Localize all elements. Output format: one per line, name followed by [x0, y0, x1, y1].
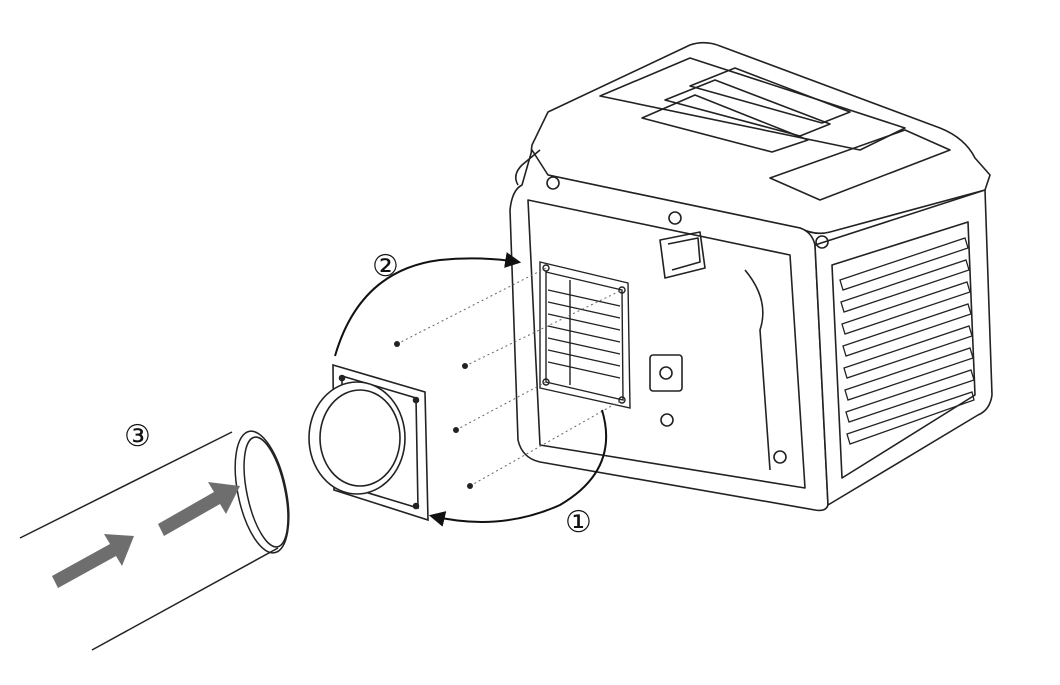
- adapter-screw-hole: [338, 374, 346, 382]
- front-inner-frame: [527, 199, 806, 489]
- side-louvres: [839, 237, 975, 445]
- grille-slat: [547, 313, 621, 331]
- airflow-arrow-icon: [52, 534, 134, 588]
- screw-icon: [660, 413, 674, 427]
- front-side-curve: [744, 269, 771, 471]
- screw-icon: [815, 235, 829, 249]
- top-rib-3: [664, 79, 831, 137]
- grille-slat: [547, 349, 621, 367]
- grille-screw-hole: [618, 286, 626, 294]
- grille-screw-hole: [542, 264, 550, 272]
- front-bumper-left: [514, 149, 541, 186]
- grille-slat: [547, 289, 621, 307]
- duct-bottom-edge: [91, 547, 279, 651]
- duct-opening-inner: [243, 436, 289, 548]
- screw-icon: [668, 211, 682, 225]
- louvre: [840, 259, 970, 313]
- adapter-collar-inner: [319, 389, 401, 487]
- vent-grille: [539, 261, 631, 409]
- duct-adapter: [308, 363, 429, 522]
- screw-icon: [467, 483, 473, 489]
- appliance-unit: [509, 41, 993, 512]
- loose-screws: [394, 341, 473, 489]
- grille-slat: [547, 325, 621, 343]
- screw-icon: [773, 450, 787, 464]
- louvre: [846, 391, 975, 445]
- screw-icon: [453, 427, 459, 433]
- louvre: [845, 369, 975, 423]
- duct-top-edge: [19, 431, 233, 539]
- louvre: [842, 303, 972, 357]
- step-2-arrow: [334, 252, 522, 357]
- screw-icon: [546, 176, 560, 190]
- flexible-duct: [19, 430, 290, 651]
- guide-line: [455, 381, 547, 431]
- louvre: [839, 237, 969, 291]
- power-socket: [649, 354, 683, 392]
- adapter-screw-hole: [412, 502, 420, 510]
- front-slot: [659, 231, 706, 279]
- guide-line: [464, 289, 623, 367]
- adapter-screw-hole: [412, 396, 420, 404]
- adapter-collar-ring: [308, 381, 406, 495]
- louvre: [844, 347, 974, 401]
- guide-lines: [396, 267, 623, 487]
- top-rib-4: [689, 67, 851, 124]
- side-frame: [831, 221, 976, 479]
- power-socket-pin: [659, 366, 673, 380]
- grille-screw-hole: [542, 378, 550, 386]
- step-label-2: ②: [372, 249, 399, 284]
- grille-slat: [547, 301, 621, 319]
- airflow-arrows: [52, 482, 240, 588]
- step-1-arrow: [428, 409, 608, 527]
- louvre: [841, 281, 971, 335]
- top-rib-1: [599, 57, 906, 151]
- front-slot-inner: [667, 237, 701, 271]
- step-label-3: ③: [124, 419, 151, 454]
- grille-plate: [539, 261, 631, 409]
- grille-slat: [547, 337, 621, 355]
- step-label-1: ①: [565, 505, 592, 540]
- screw-icon: [394, 341, 400, 347]
- grille-slat: [547, 361, 621, 379]
- unit-front-face: [509, 149, 829, 512]
- airflow-arrow-icon: [158, 482, 240, 536]
- louvre: [843, 325, 973, 379]
- grille-screw-hole: [618, 396, 626, 404]
- grille-inner: [545, 271, 624, 401]
- guide-line: [469, 399, 623, 487]
- duct-opening: [234, 430, 290, 554]
- top-rib-5: [769, 129, 951, 201]
- screw-icon: [462, 363, 468, 369]
